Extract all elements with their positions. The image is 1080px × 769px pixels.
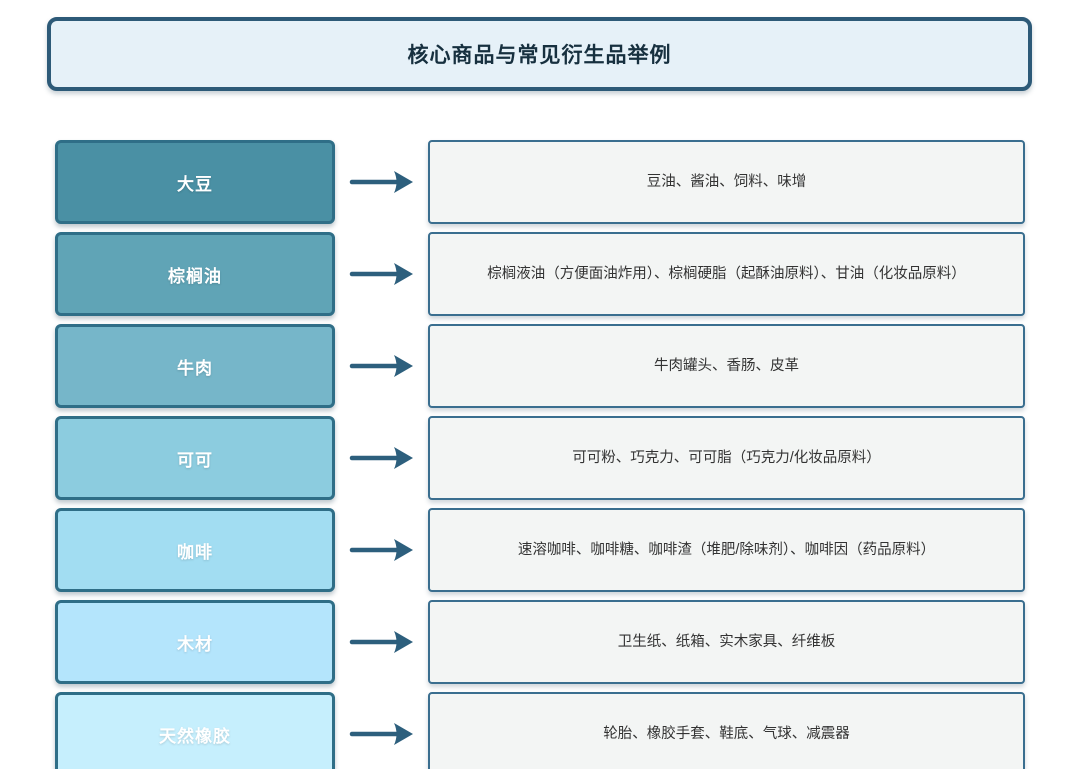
diagram-title-box: 核心商品与常见衍生品举例 bbox=[47, 17, 1032, 91]
commodity-box: 大豆 bbox=[55, 140, 335, 224]
derivatives-label: 轮胎、橡胶手套、鞋底、气球、减震器 bbox=[603, 725, 850, 742]
derivatives-label: 棕榈液油（方便面油炸用）、棕榈硬脂（起酥油原料）、甘油（化妆品原料） bbox=[487, 265, 966, 282]
commodity-rows: 大豆 豆油、酱油、饲料、味增 棕榈油 棕榈液油（方便面油炸用）、棕榈硬脂（起酥油… bbox=[55, 140, 1080, 769]
derivatives-label: 卫生纸、纸箱、实木家具、纤维板 bbox=[617, 633, 836, 650]
arrow-cell bbox=[335, 600, 428, 684]
commodity-label: 大豆 bbox=[177, 174, 213, 194]
arrow-cell bbox=[335, 508, 428, 592]
derivatives-box: 可可粉、巧克力、可可脂（巧克力/化妆品原料） bbox=[428, 416, 1025, 500]
commodity-label: 牛肉 bbox=[177, 358, 213, 378]
commodity-row: 可可 可可粉、巧克力、可可脂（巧克力/化妆品原料） bbox=[55, 416, 1080, 500]
arrow-cell bbox=[335, 692, 428, 769]
commodity-row: 天然橡胶 轮胎、橡胶手套、鞋底、气球、减震器 bbox=[55, 692, 1080, 769]
derivatives-box: 棕榈液油（方便面油炸用）、棕榈硬脂（起酥油原料）、甘油（化妆品原料） bbox=[428, 232, 1025, 316]
commodity-row: 牛肉 牛肉罐头、香肠、皮革 bbox=[55, 324, 1080, 408]
commodity-box: 牛肉 bbox=[55, 324, 335, 408]
right-arrow-icon bbox=[349, 171, 413, 193]
derivatives-label: 豆油、酱油、饲料、味增 bbox=[646, 173, 807, 190]
right-arrow-icon bbox=[349, 447, 413, 469]
right-arrow-icon bbox=[349, 355, 413, 377]
commodity-label: 木材 bbox=[177, 634, 213, 654]
commodity-label: 可可 bbox=[177, 450, 213, 470]
right-arrow-icon bbox=[349, 631, 413, 653]
commodity-box: 棕榈油 bbox=[55, 232, 335, 316]
commodity-box: 木材 bbox=[55, 600, 335, 684]
arrow-cell bbox=[335, 140, 428, 224]
right-arrow-icon bbox=[349, 723, 413, 745]
commodity-label: 天然橡胶 bbox=[159, 726, 231, 746]
derivatives-label: 可可粉、巧克力、可可脂（巧克力/化妆品原料） bbox=[572, 449, 881, 466]
derivatives-box: 轮胎、橡胶手套、鞋底、气球、减震器 bbox=[428, 692, 1025, 769]
commodity-row: 咖啡 速溶咖啡、咖啡糖、咖啡渣（堆肥/除味剂）、咖啡因（药品原料） bbox=[55, 508, 1080, 592]
commodity-row: 棕榈油 棕榈液油（方便面油炸用）、棕榈硬脂（起酥油原料）、甘油（化妆品原料） bbox=[55, 232, 1080, 316]
page-title: 核心商品与常见衍生品举例 bbox=[407, 44, 672, 67]
right-arrow-icon bbox=[349, 539, 413, 561]
derivatives-label: 速溶咖啡、咖啡糖、咖啡渣（堆肥/除味剂）、咖啡因（药品原料） bbox=[517, 541, 936, 558]
arrow-cell bbox=[335, 416, 428, 500]
derivatives-box: 卫生纸、纸箱、实木家具、纤维板 bbox=[428, 600, 1025, 684]
right-arrow-icon bbox=[349, 263, 413, 285]
commodity-box: 咖啡 bbox=[55, 508, 335, 592]
commodity-row: 大豆 豆油、酱油、饲料、味增 bbox=[55, 140, 1080, 224]
derivatives-box: 牛肉罐头、香肠、皮革 bbox=[428, 324, 1025, 408]
arrow-cell bbox=[335, 324, 428, 408]
commodity-label: 咖啡 bbox=[177, 542, 213, 562]
commodity-box: 可可 bbox=[55, 416, 335, 500]
commodity-box: 天然橡胶 bbox=[55, 692, 335, 769]
derivatives-label: 牛肉罐头、香肠、皮革 bbox=[654, 357, 799, 374]
derivatives-box: 豆油、酱油、饲料、味增 bbox=[428, 140, 1025, 224]
derivatives-box: 速溶咖啡、咖啡糖、咖啡渣（堆肥/除味剂）、咖啡因（药品原料） bbox=[428, 508, 1025, 592]
commodity-row: 木材 卫生纸、纸箱、实木家具、纤维板 bbox=[55, 600, 1080, 684]
commodity-label: 棕榈油 bbox=[168, 266, 222, 286]
arrow-cell bbox=[335, 232, 428, 316]
